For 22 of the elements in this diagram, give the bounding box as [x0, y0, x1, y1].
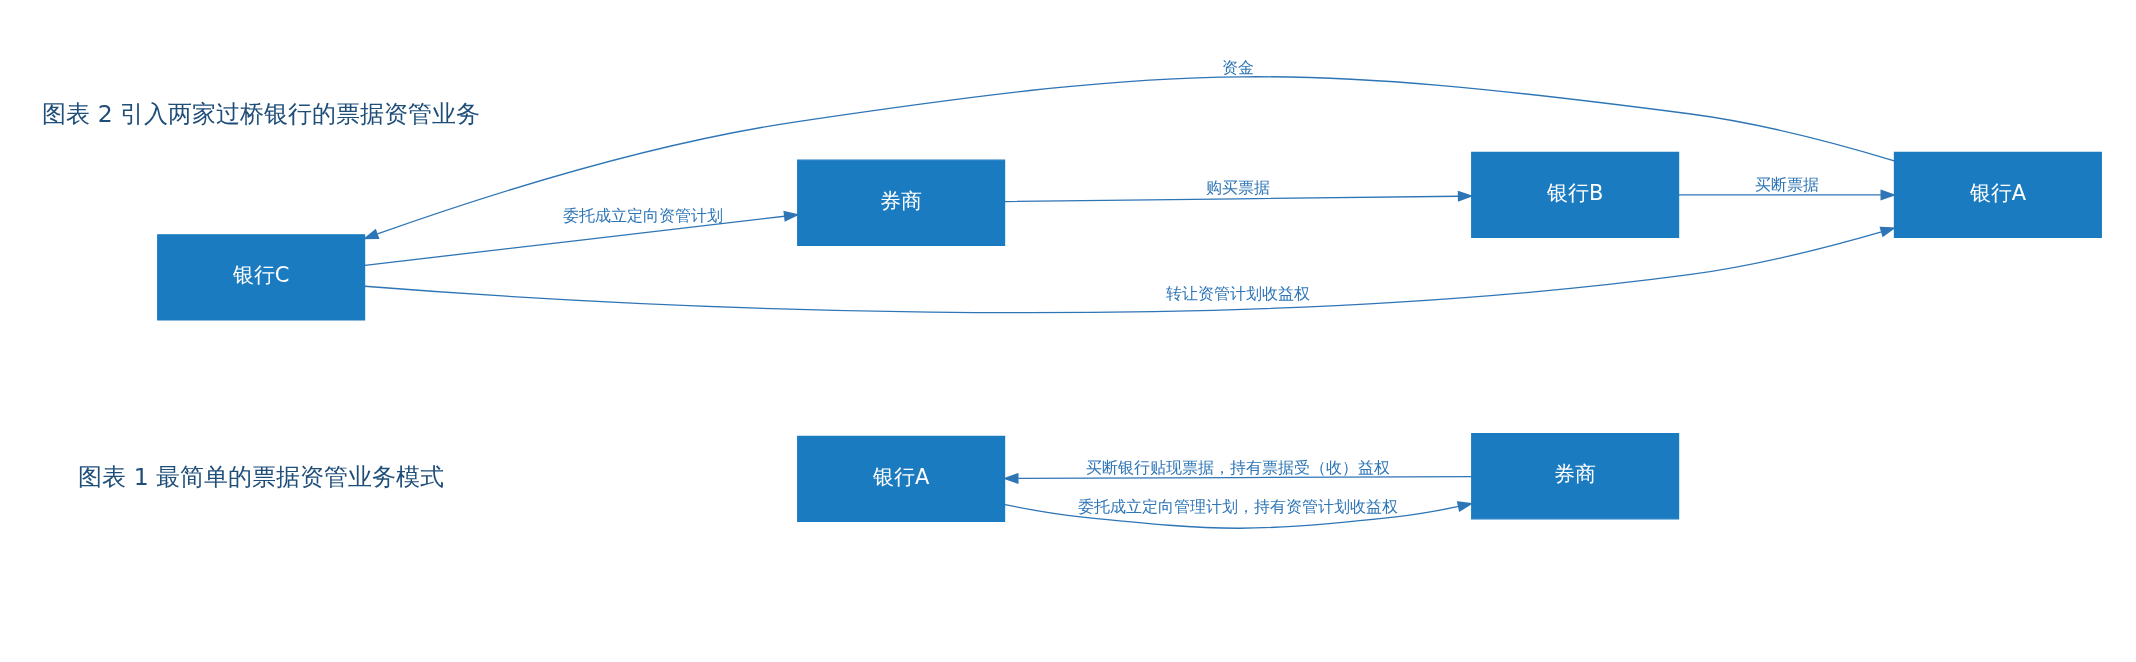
edge-label: 资金 — [1222, 57, 1255, 77]
edge-label: 买断票据 — [1754, 175, 1819, 195]
edge-label: 转让资管计划收益权 — [1166, 284, 1311, 304]
arrow — [364, 210, 800, 266]
label: 图表 2 引入两家过桥银行的票据资管业务 — [42, 100, 481, 129]
node-box: 银行B — [1471, 151, 1680, 239]
arrow — [364, 226, 1897, 314]
edge-label: 委托成立定向管理计划，持有资管计划收益权 — [1078, 497, 1399, 517]
arrow — [1678, 189, 1897, 201]
label: 图表 1 最简单的票据资管业务模式 — [78, 462, 445, 491]
node-box: 银行C — [157, 234, 366, 321]
edge-label: 购买票据 — [1206, 178, 1271, 198]
arrow — [1004, 190, 1474, 203]
node-box: 券商 — [797, 159, 1006, 246]
arrow — [362, 76, 1895, 240]
node-box: 银行A — [797, 435, 1006, 523]
edge-label: 买断银行贴现票据，持有票据受（收）益权 — [1086, 458, 1391, 478]
arrow — [1002, 472, 1473, 484]
node-box: 银行A — [1893, 151, 2102, 239]
node-box: 券商 — [1471, 433, 1680, 520]
arrow — [1004, 501, 1474, 529]
edge-label: 委托成立定向资管计划 — [562, 205, 723, 225]
